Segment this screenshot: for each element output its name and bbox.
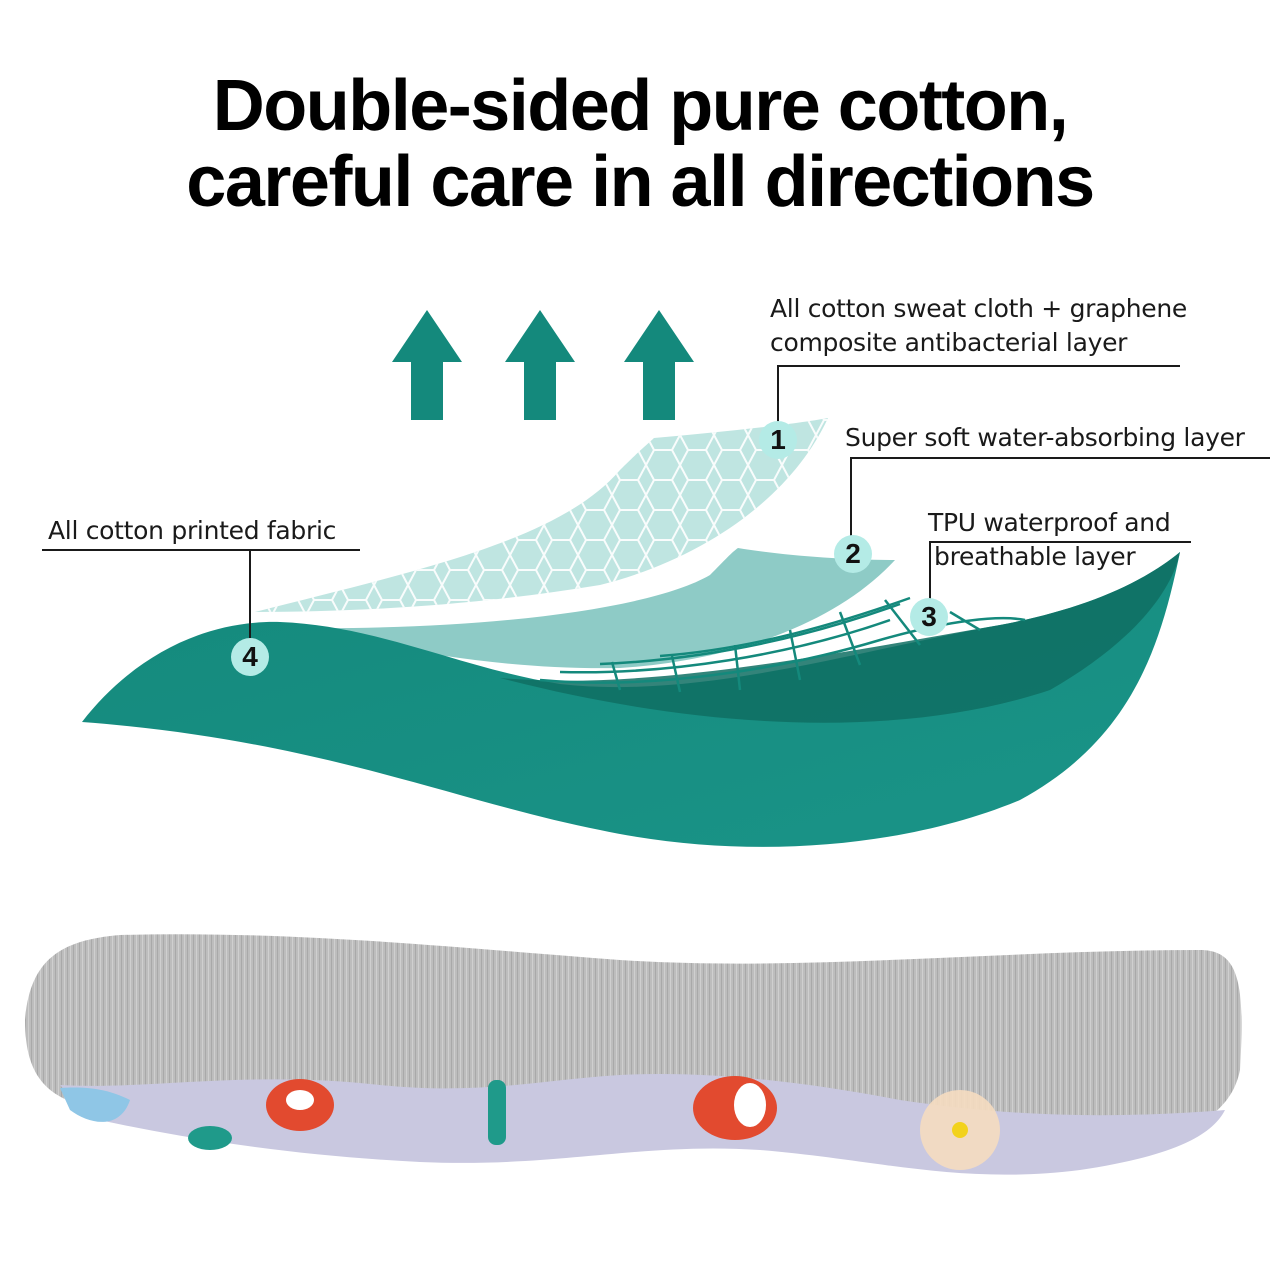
leader-line-4-h <box>42 549 360 551</box>
layer-3-label-line-2: breathable layer <box>934 542 1136 571</box>
leader-line-2-v <box>850 457 852 537</box>
layer-badge-1: 1 <box>759 421 797 459</box>
arrow-up-icon <box>624 310 694 420</box>
layer-4-label-line-1: All cotton printed fabric <box>48 516 337 545</box>
leader-line-2-h <box>850 457 1270 459</box>
layer-1-label-line-1: All cotton sweat cloth + graphene <box>770 294 1187 323</box>
arrow-up-icon <box>505 310 575 420</box>
layer-badge-3: 3 <box>910 598 948 636</box>
layer-2-label-line-1: Super soft water-absorbing layer <box>845 423 1245 452</box>
layer-3-label-line-1: TPU waterproof and <box>928 508 1171 537</box>
leader-line-3-v <box>929 541 931 599</box>
layer-2-label: Super soft water-absorbing layer <box>845 421 1245 455</box>
layer-1-honeycomb <box>255 418 828 612</box>
layer-1-label-line-2: composite antibacterial layer <box>770 328 1128 357</box>
arrow-up-icon <box>392 310 462 420</box>
layer-badge-2: 2 <box>834 535 872 573</box>
layer-badge-4: 4 <box>231 638 269 676</box>
leader-line-4-v <box>249 549 251 641</box>
headline-line-2: careful care in all directions <box>186 142 1095 222</box>
layer-3-tpu-net <box>539 596 1026 693</box>
headline: Double-sided pure cotton, careful care i… <box>0 68 1280 220</box>
leader-line-1-v <box>777 365 779 423</box>
layer-1-label: All cotton sweat cloth + graphene compos… <box>770 292 1187 360</box>
layer-4-label: All cotton printed fabric <box>48 514 336 548</box>
leader-line-1-h <box>777 365 1180 367</box>
layer-3-label: TPU waterproof and breathable layer <box>928 506 1171 574</box>
leader-line-3-h <box>929 541 1191 543</box>
layer-2-absorbing <box>300 548 895 669</box>
headline-line-1: Double-sided pure cotton, <box>212 66 1069 146</box>
insole-product-photo <box>25 934 1242 1175</box>
